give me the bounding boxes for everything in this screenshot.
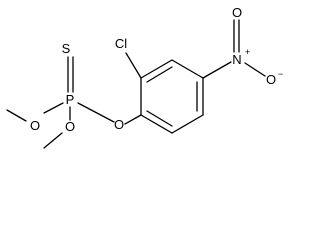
ring-inner-bond-c — [146, 110, 173, 127]
atom-o-nitro-top: O — [232, 5, 242, 20]
atom-labels: S P O O O Cl N + O O − — [30, 5, 283, 134]
atom-o-ester-top: O — [30, 118, 40, 133]
atom-o-aryl: O — [114, 117, 124, 132]
bond-o-aryl-ring — [124, 114, 142, 125]
bond-o-methyl-top — [6, 109, 27, 122]
ring-bond-3 — [171, 59, 204, 79]
bond-p-o-top — [43, 102, 64, 114]
bond-c-n — [202, 61, 232, 79]
molecule-diagram: S P O O O Cl N + O O − — [6, 5, 283, 149]
atom-n: N — [232, 52, 241, 67]
ring-inner-bond-a — [146, 66, 173, 83]
bond-p-o-aryl — [77, 102, 115, 123]
atom-o-nitro-right: O — [266, 72, 276, 87]
ring-bond-2 — [140, 59, 173, 79]
atom-s: S — [62, 41, 71, 56]
atom-o-ester-bottom: O — [65, 119, 75, 134]
charge-o-minus: − — [278, 69, 283, 79]
charge-n-plus: + — [245, 47, 250, 57]
bond-o-methyl-bottom — [43, 132, 63, 149]
ring-bond-6 — [140, 114, 173, 134]
atom-p: P — [66, 92, 75, 107]
atom-cl: Cl — [115, 36, 127, 51]
bond-c-cl — [125, 52, 142, 79]
bond-n-o-single — [244, 62, 266, 77]
bonds — [6, 19, 266, 149]
ring-bond-5 — [171, 114, 204, 134]
